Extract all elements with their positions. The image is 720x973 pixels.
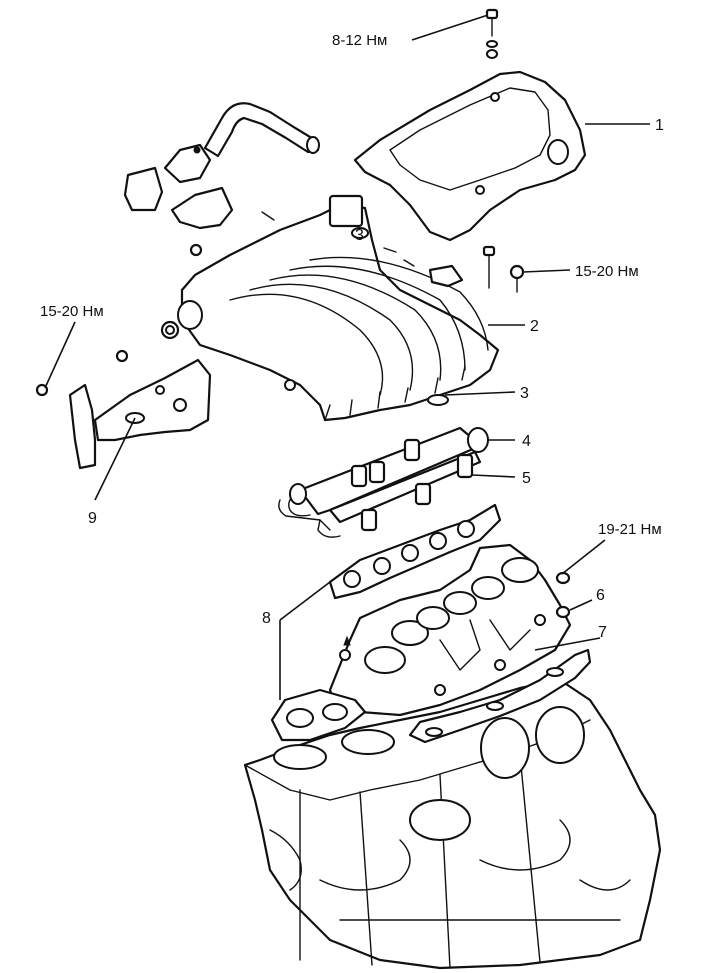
torque-left-bolt: 15-20 Нм	[40, 303, 104, 320]
fuel-rail	[278, 426, 489, 538]
callout-6: 6	[596, 587, 605, 604]
callout-4: 4	[522, 433, 531, 450]
callout-labels: 1 2 3 3 4 5 6 7 8 9	[88, 117, 664, 641]
leader-lines	[44, 14, 650, 700]
callout-9: 9	[88, 510, 97, 527]
fasteners	[35, 8, 571, 619]
callout-5: 5	[522, 470, 531, 487]
engine-block	[243, 678, 662, 970]
bracket-9	[68, 358, 212, 470]
torque-nut-lower: 19-21 Нм	[598, 521, 662, 538]
torque-labels: 8-12 Нм 15-20 Нм 15-20 Нм 19-21 Нм	[40, 32, 662, 538]
torque-right-bolt: 15-20 Нм	[575, 263, 639, 280]
lower-intake-manifold	[328, 543, 572, 717]
gasket-8	[270, 503, 502, 742]
hose-assembly	[123, 102, 320, 230]
callout-3: 3	[520, 385, 529, 402]
callout-7: 7	[598, 624, 607, 641]
upper-intake-manifold	[177, 194, 500, 422]
gasket-7	[408, 648, 592, 744]
injectors	[350, 438, 474, 532]
engine-cover	[353, 70, 587, 242]
callout-3-upper: 3	[355, 227, 364, 244]
callout-8: 8	[262, 610, 271, 627]
callout-2: 2	[530, 318, 539, 335]
gasket-3	[351, 227, 449, 406]
torque-top-bolt: 8-12 Нм	[332, 32, 387, 49]
callout-1: 1	[655, 117, 664, 134]
